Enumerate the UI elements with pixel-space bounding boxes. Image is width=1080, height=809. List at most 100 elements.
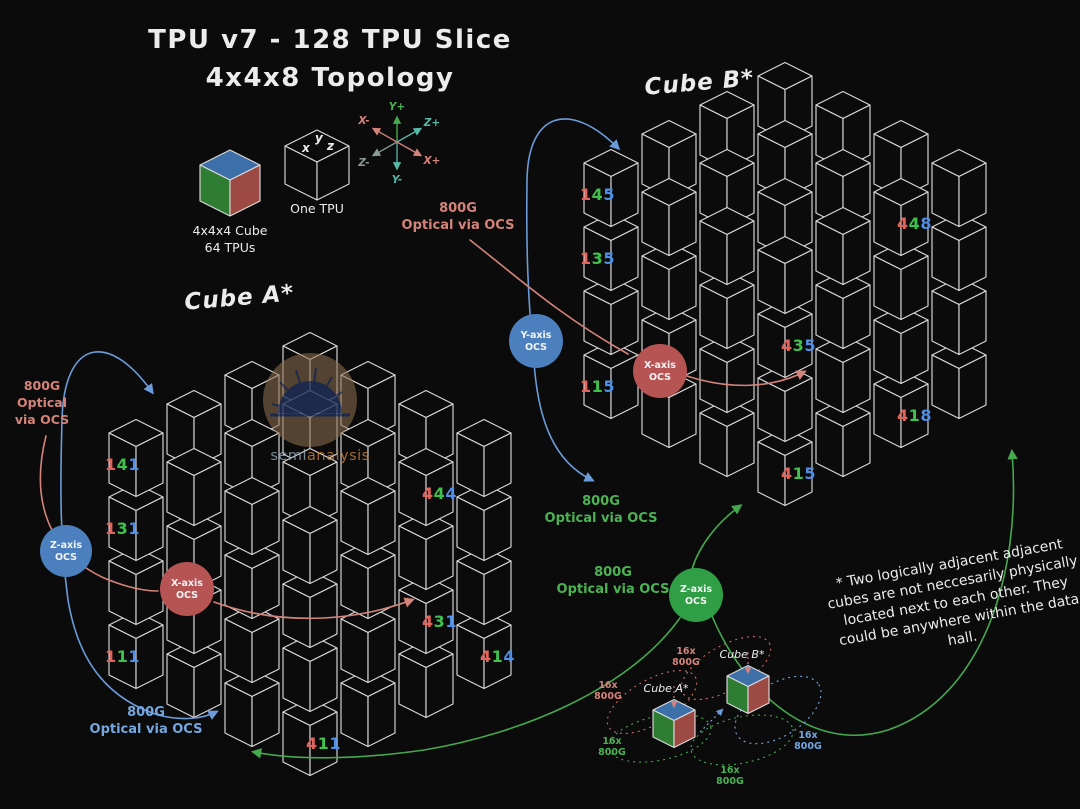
corner-label: 444: [422, 484, 457, 503]
ocs-label: OCS: [525, 342, 547, 353]
tpu-cube: [340, 476, 396, 556]
ocs-label: Z-axis: [50, 540, 82, 551]
mini-label-0: 16x 800G: [594, 680, 622, 702]
one-tpu-caption: One TPU: [290, 201, 344, 216]
corner-label: 131: [105, 519, 140, 538]
svg-text:800G: 800G: [582, 494, 620, 509]
svg-text:16x: 16x: [720, 765, 739, 776]
watermark-logo-rays: [271, 367, 343, 415]
mini-cube-b-label: Cube B*: [720, 648, 765, 661]
one-tpu-x: x: [301, 141, 311, 155]
svg-text:16x: 16x: [676, 646, 695, 657]
ocs-node-y-axis: Y-axis OCS: [509, 314, 563, 368]
mini-diagram: Cube A* Cube B* 16x 800G 16x 800G 16x 80…: [594, 636, 822, 787]
tpu-cube: [699, 206, 755, 286]
svg-text:800G: 800G: [594, 691, 622, 702]
corner-label: 141: [105, 455, 140, 474]
watermark-text-analysis: analysis: [307, 448, 370, 464]
page-title-line2: 4x4x8 Topology: [206, 63, 455, 93]
axis-z-plus: Z+: [423, 117, 440, 129]
tpu-cube: [873, 241, 929, 321]
corner-label: 431: [422, 612, 457, 631]
tpu-cube: [166, 447, 222, 527]
link-label-red-left: 800G Optical via OCS: [15, 378, 69, 427]
svg-text:Optical: Optical: [17, 395, 67, 410]
tpu-cube: [815, 148, 871, 228]
corner-label: 435: [781, 336, 816, 355]
one-tpu-z: z: [326, 139, 335, 153]
ocs-node-x-axis-b: X-axis OCS: [633, 344, 687, 398]
corner-label: 135: [580, 249, 615, 268]
ocs-label: OCS: [55, 552, 77, 563]
axis-x-plus: X+: [423, 155, 441, 167]
ocs-node-x-axis-a: X-axis OCS: [160, 562, 214, 616]
tpu-cube: [456, 418, 512, 498]
svg-text:16x: 16x: [798, 730, 817, 741]
page-title-line1: TPU v7 - 128 TPU Slice: [148, 25, 512, 55]
svg-text:Optical via OCS: Optical via OCS: [557, 582, 670, 597]
link-label-red-top: 800G Optical via OCS: [402, 201, 515, 233]
mini-arrow-x-ab: [699, 708, 724, 733]
tpu-cube: [699, 398, 755, 478]
tpu-cube: [757, 299, 813, 379]
svg-text:16x: 16x: [598, 680, 617, 691]
watermark: semi analysis: [263, 353, 370, 464]
svg-text:16x: 16x: [602, 736, 621, 747]
ocs-label: OCS: [685, 596, 707, 607]
svg-text:800G: 800G: [24, 378, 60, 393]
mini-loop-blue-b: [734, 675, 822, 745]
cube-b-grid: [583, 61, 987, 507]
cube-b-title: Cube B*: [644, 65, 756, 100]
link-red-top-arrow: [686, 370, 807, 387]
footnote-line: hall.: [946, 628, 978, 649]
tpu-cube: [224, 476, 280, 556]
watermark-text-semi: semi: [270, 448, 307, 464]
corner-label: 448: [897, 214, 932, 233]
legend-cube-caption2: 64 TPUs: [205, 240, 256, 255]
tpu-cube: [815, 206, 871, 286]
ocs-label: OCS: [176, 590, 198, 601]
mini-label-4: 16x 800G: [794, 730, 822, 752]
link-blue-cubeb-loop: [525, 118, 621, 482]
svg-text:800G: 800G: [439, 201, 477, 216]
mini-cube-a-label: Cube A*: [644, 682, 689, 695]
svg-text:800G: 800G: [598, 747, 626, 758]
link-red-left-arrow: [213, 597, 415, 620]
corner-label: 414: [480, 647, 515, 666]
one-tpu-cube: [284, 129, 350, 201]
link-green-to-cubeb-bottom: [691, 504, 743, 570]
mini-cube-a: [652, 698, 696, 749]
corner-label: 145: [580, 185, 615, 204]
tpu-cube: [873, 177, 929, 257]
axis-z-minus: Z-: [357, 157, 369, 169]
footnote: * Two logically adjacent adjacent cubes …: [826, 536, 1080, 649]
corner-label: 415: [781, 464, 816, 483]
mini-label-1: 16x 800G: [672, 646, 700, 668]
mini-label-2: 16x 800G: [598, 736, 626, 758]
ocs-node-z-axis-green: Z-axis OCS: [669, 568, 723, 622]
axis-x-minus: X-: [357, 115, 369, 127]
tpu-cube: [699, 90, 755, 170]
ocs-label: X-axis: [171, 578, 203, 589]
corner-label: 115: [580, 377, 615, 396]
tpu-cube: [641, 177, 697, 257]
tpu-cube: [398, 447, 454, 527]
link-label-blue-low: 800G Optical via OCS: [90, 705, 203, 737]
svg-text:Optical via OCS: Optical via OCS: [90, 722, 203, 737]
tpu-cube: [931, 148, 987, 228]
ocs-label: OCS: [649, 372, 671, 383]
one-tpu-y: y: [315, 131, 324, 145]
mini-loop-red-a: [606, 670, 698, 734]
corner-label: 411: [306, 734, 341, 753]
corner-label: 418: [897, 406, 932, 425]
tpu-cube: [757, 235, 813, 315]
mini-loop-green-b: [690, 714, 794, 766]
svg-text:via OCS: via OCS: [15, 412, 69, 427]
link-label-green-low: 800G Optical via OCS: [557, 565, 670, 597]
svg-text:800G: 800G: [672, 657, 700, 668]
svg-text:800G: 800G: [127, 705, 165, 720]
link-label-green-mid: 800G Optical via OCS: [545, 494, 658, 526]
